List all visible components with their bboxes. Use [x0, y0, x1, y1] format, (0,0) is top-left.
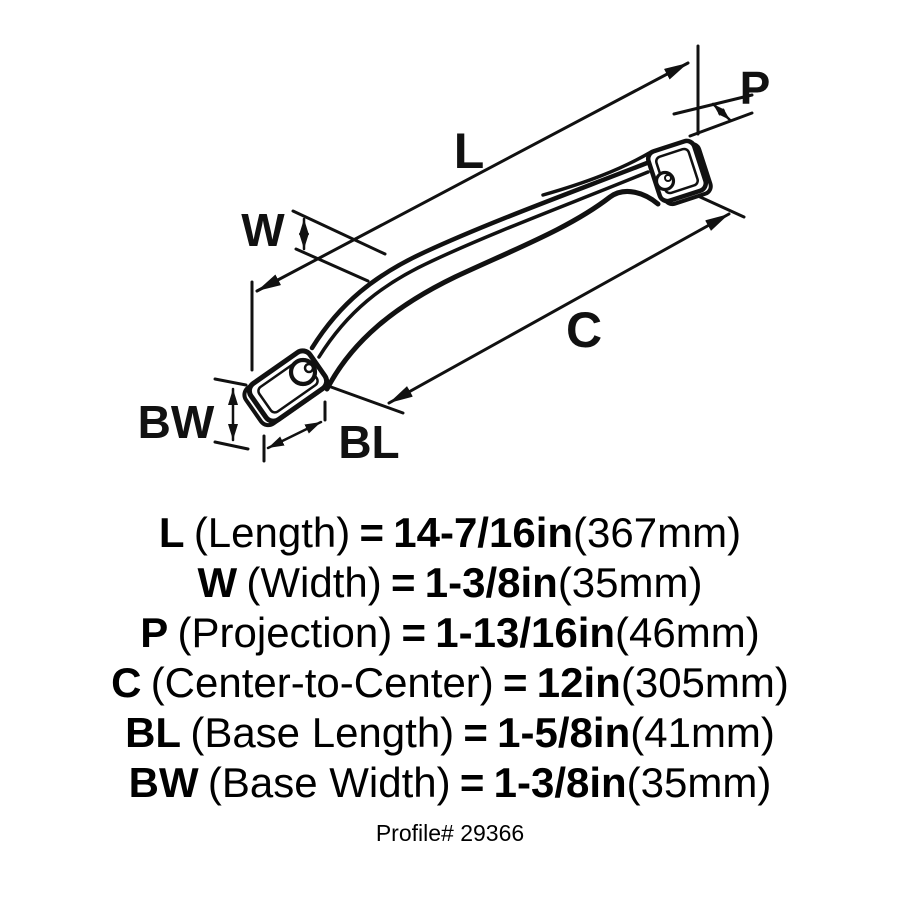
profile-number: Profile# 29366 [375, 820, 525, 846]
spec-metric: (305mm) [620, 659, 789, 706]
dim-line-l [255, 61, 690, 293]
spec-value: 1-5/8in [497, 709, 631, 756]
dim-arrow-p [711, 102, 732, 122]
c-ext-right [696, 194, 746, 219]
spec-code: W [197, 559, 238, 606]
spec-metric: (35mm) [626, 759, 772, 806]
spec-value: 1-3/8in [424, 559, 558, 606]
spec-line: W(Width)=1-3/8in(35mm) [0, 558, 900, 608]
spec-equals: = [463, 709, 488, 756]
w-tick-upper [291, 209, 387, 256]
spec-code: C [111, 659, 142, 706]
dim-label-p: P [740, 62, 771, 114]
bw-tick-top [213, 377, 248, 387]
bw-tick-bottom [213, 440, 250, 451]
handle-drawing: L P W C BL BW [138, 44, 771, 468]
p-ref-line-lower [688, 111, 754, 138]
spec-code: BW [128, 759, 199, 806]
spec-list: L(Length)=14-7/16in(367mm) W(Width)=1-3/… [0, 508, 900, 808]
spec-equals: = [503, 659, 528, 706]
spec-metric: (46mm) [615, 609, 760, 656]
dim-label-w: W [241, 204, 285, 256]
right-screw [654, 170, 676, 192]
spec-equals: = [401, 609, 427, 656]
spec-name: (Base Width) [207, 759, 451, 806]
left-base-plate [246, 348, 330, 424]
spec-code: BL [125, 709, 182, 756]
dim-label-bl: BL [338, 416, 399, 468]
c-ext-left [329, 385, 405, 415]
spec-line: C(Center-to-Center)=12in(305mm) [0, 658, 900, 708]
spec-value: 1-13/16in [435, 609, 616, 656]
spec-value: 14-7/16in [393, 509, 574, 556]
spec-metric: (35mm) [557, 559, 703, 606]
dim-label-c: C [566, 302, 602, 358]
w-tick-lower [294, 247, 370, 283]
spec-equals: = [390, 559, 416, 606]
spec-name: (Base Length) [190, 709, 455, 756]
bar-top-far-edge [541, 150, 653, 197]
spec-line: L(Length)=14-7/16in(367mm) [0, 508, 900, 558]
spec-name: (Projection) [177, 609, 393, 656]
spec-code: P [140, 609, 169, 656]
spec-equals: = [459, 759, 485, 806]
dim-line-c [387, 212, 731, 405]
spec-metric: (367mm) [573, 509, 742, 556]
dim-arrow-bl [266, 420, 323, 450]
spec-name: (Length) [193, 509, 351, 556]
spec-equals: = [359, 509, 385, 556]
spec-name: (Center-to-Center) [150, 659, 494, 706]
spec-value: 1-3/8in [493, 759, 627, 806]
dim-label-bw: BW [138, 396, 215, 448]
spec-line: P(Projection)=1-13/16in(46mm) [0, 608, 900, 658]
spec-line: BW(Base Width)=1-3/8in(35mm) [0, 758, 900, 808]
spec-metric: (41mm) [630, 709, 775, 756]
spec-code: L [158, 509, 185, 556]
dim-label-l: L [454, 123, 485, 179]
spec-line: BL(Base Length)=1-5/8in(41mm) [0, 708, 900, 758]
left-screw [288, 357, 318, 387]
spec-value: 12in [536, 659, 621, 706]
spec-name: (Width) [246, 559, 382, 606]
